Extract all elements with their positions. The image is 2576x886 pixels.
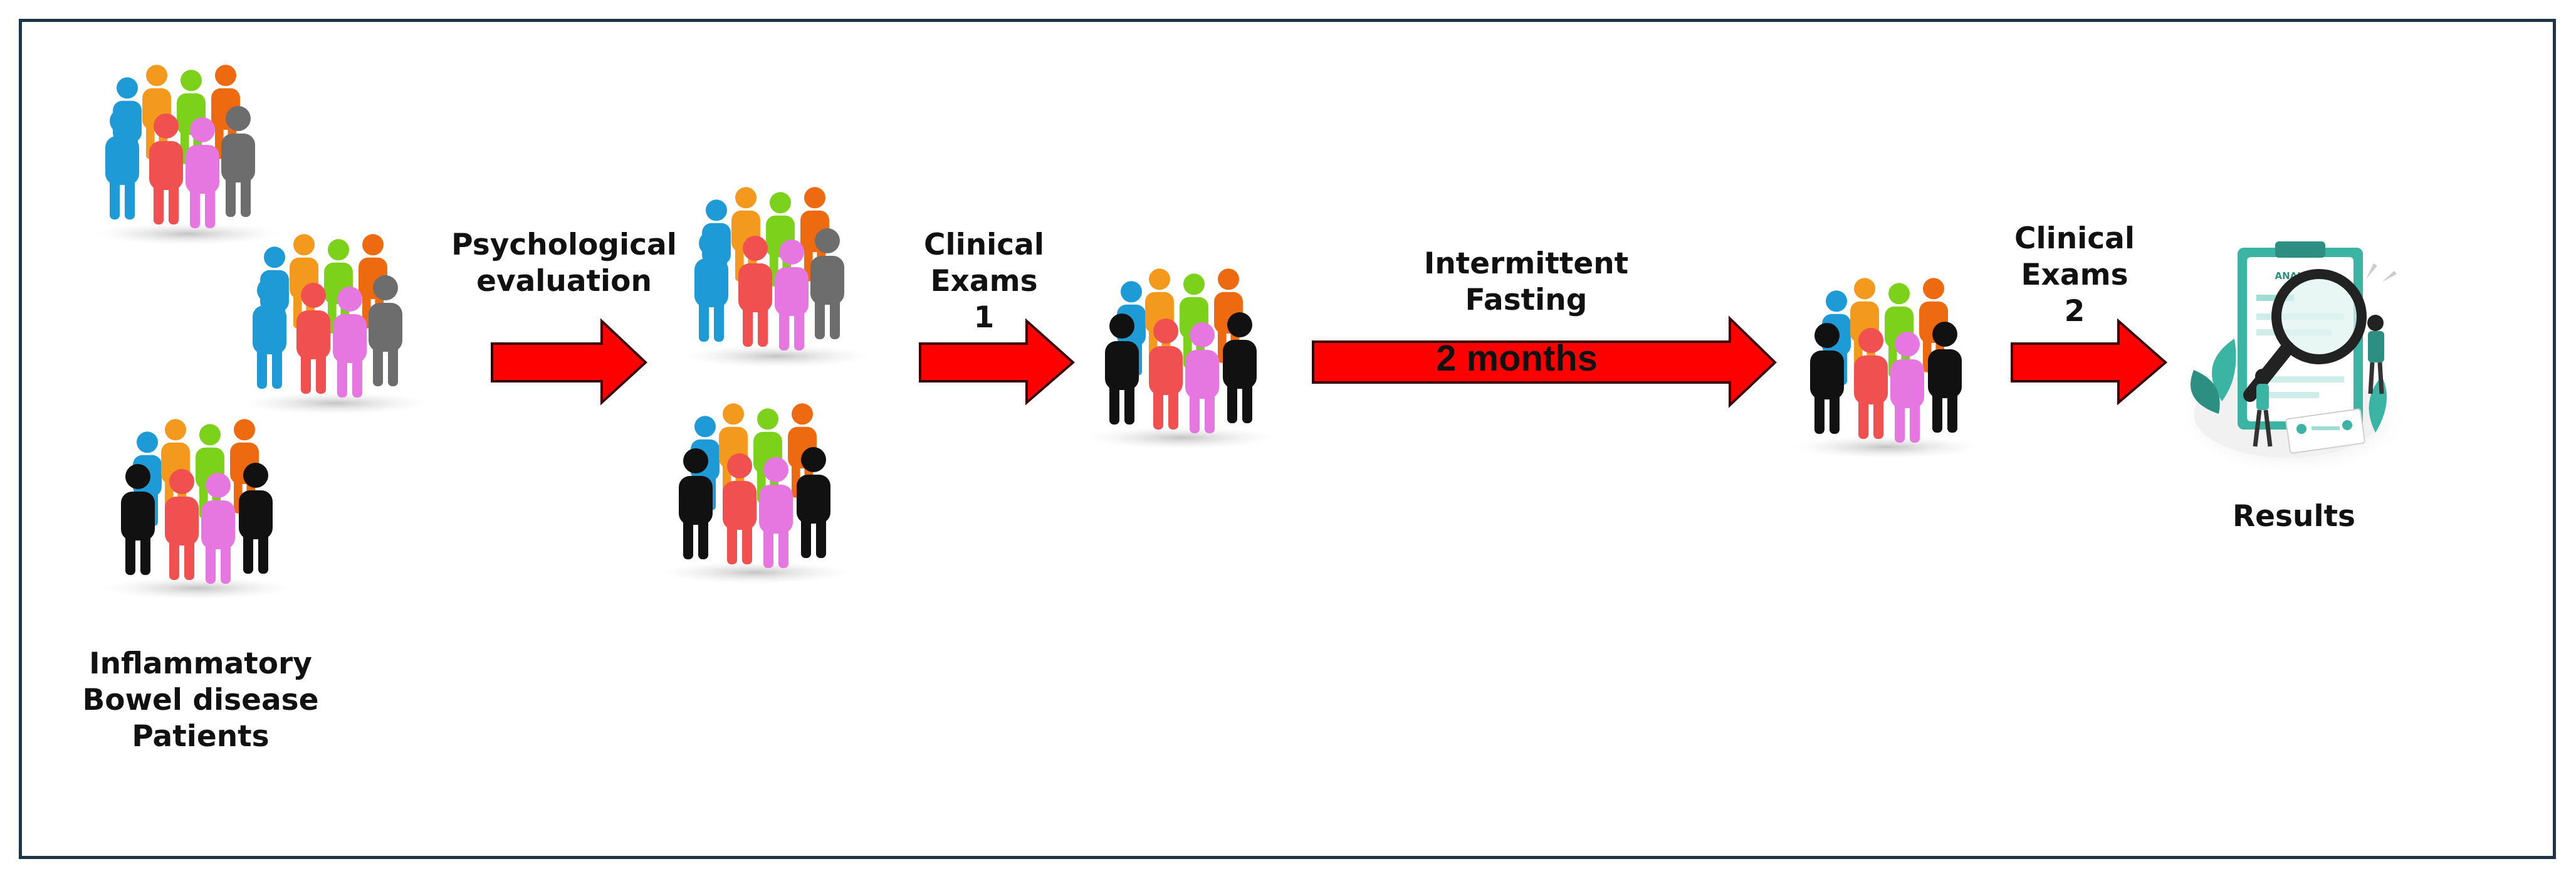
- results-label: Results: [2232, 499, 2356, 534]
- person-icon: [810, 228, 844, 339]
- group-shadow: [94, 223, 282, 245]
- fasting-label-line: Fasting: [1465, 283, 1588, 317]
- person-icon: [1810, 323, 1844, 434]
- person-icon: [105, 108, 139, 219]
- person-icon: [121, 464, 155, 575]
- arrow-clinical-exams-1: [919, 318, 1076, 406]
- group-shadow: [1087, 426, 1275, 449]
- psych-label-line: evaluation: [476, 264, 652, 298]
- group-shadow: [103, 577, 291, 599]
- person-icon: [1928, 322, 1962, 433]
- clinical1-label-line: Clinical: [924, 228, 1044, 262]
- post-eval-group-colorful: [683, 187, 871, 367]
- clinical2-label-line: Clinical: [2014, 221, 2135, 256]
- clinical2-label-line: 2: [2064, 294, 2085, 329]
- fasting-duration-label: 2 months: [1436, 338, 1598, 379]
- person-icon: [679, 448, 713, 559]
- patients-label-line: Bowel disease: [82, 683, 319, 717]
- person-icon: [149, 113, 183, 224]
- person-icon: [1105, 314, 1139, 425]
- clinical1-label-line: Exams: [930, 264, 1038, 298]
- clinical1-label-line: 1: [973, 300, 995, 335]
- post-eval-group-black-front: [661, 403, 849, 584]
- results-illustration: ANALYSIS: [2181, 241, 2407, 473]
- psychological-evaluation-label: Psychological evaluation: [439, 227, 689, 300]
- person-icon: [1854, 328, 1888, 439]
- person-icon: [201, 473, 235, 584]
- person-icon: [165, 469, 199, 580]
- person-icon: [723, 453, 757, 564]
- analyst-figure-icon: [2253, 369, 2273, 447]
- group-shadow: [661, 561, 849, 584]
- arrow-intermittent-fasting: [1312, 315, 1777, 408]
- intermittent-fasting-label: Intermittent Fasting: [1401, 246, 1652, 319]
- arrow-clinical-exams-2: [2011, 318, 2168, 406]
- person-icon: [186, 117, 219, 228]
- patients-group-colorful-1: [94, 65, 282, 245]
- person-icon: [333, 287, 367, 398]
- clinical-exams-1-label: Clinical Exams 1: [890, 227, 1078, 336]
- diagram-frame: [19, 19, 2556, 859]
- person-icon: [694, 231, 728, 342]
- document-icon: [2285, 408, 2365, 454]
- person-icon: [738, 236, 772, 347]
- fasting-label-line: Intermittent: [1423, 246, 1629, 281]
- group-shadow: [1793, 436, 1981, 458]
- person-icon: [253, 278, 286, 389]
- person-icon: [1185, 322, 1219, 433]
- doctor-figure-icon: [2367, 315, 2384, 394]
- psych-label-line: Psychological: [451, 228, 677, 262]
- sparkle-icon: [2366, 263, 2397, 282]
- patients-label: Inflammatory Bowel disease Patients: [75, 646, 326, 755]
- person-icon: [221, 106, 255, 217]
- magnifier-icon: [2243, 269, 2367, 402]
- arrow-psychological-evaluation: [491, 318, 647, 406]
- person-icon: [759, 457, 793, 568]
- group-shadow: [241, 392, 429, 414]
- clinical2-label-line: Exams: [2021, 258, 2128, 292]
- clinical2-group: [1793, 278, 1981, 458]
- leaf-icon: [2212, 339, 2236, 401]
- person-icon: [1149, 319, 1183, 430]
- person-icon: [775, 240, 809, 351]
- person-icon: [296, 283, 330, 394]
- person-icon: [1890, 332, 1924, 443]
- patients-label-line: Patients: [132, 719, 270, 754]
- person-icon: [797, 447, 830, 558]
- leaf-icon: [2191, 370, 2220, 414]
- patients-group-black-front: [103, 419, 291, 599]
- clinical-exams-2-label: Clinical Exams 2: [1981, 221, 2169, 330]
- patients-label-line: Inflammatory: [89, 646, 312, 681]
- person-icon: [239, 463, 273, 574]
- clinical1-group: [1087, 268, 1275, 449]
- group-shadow: [683, 345, 871, 367]
- person-icon: [1223, 312, 1257, 423]
- patients-group-colorful-2: [241, 234, 429, 414]
- person-icon: [369, 275, 402, 386]
